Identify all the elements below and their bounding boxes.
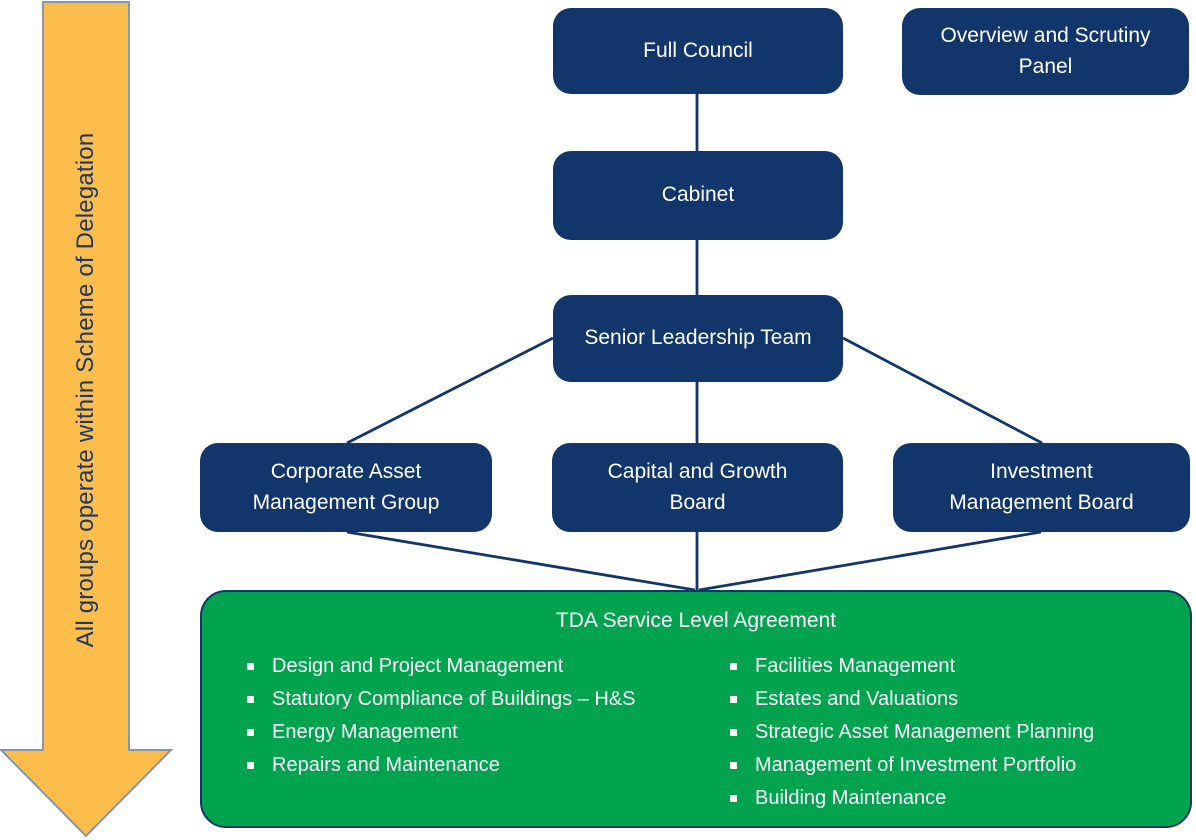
node-senior-leadership-team: Senior Leadership Team [553,295,843,382]
node-investment-management-board-label: Investment Management Board [949,460,1134,514]
node-corporate-asset-management-group-label: Corporate Asset Management Group [252,460,440,514]
sla-list-item: Facilities Management [730,650,1170,683]
bullet-square-icon [247,729,254,736]
node-overview-scrutiny-panel-label: Overview and Scrutiny Panel [940,24,1151,78]
node-overview-scrutiny-panel: Overview and Scrutiny Panel [902,8,1189,95]
bullet-square-icon [730,729,737,736]
connector-slt-imb [842,336,1043,445]
sla-list-item: Estates and Valuations [730,683,1170,716]
node-capital-and-growth-board-label: Capital and Growth Board [607,460,788,514]
sla-title: TDA Service Level Agreement [555,609,837,632]
connector-slt-camg [346,336,554,445]
node-capital-and-growth-board: Capital and Growth Board [552,443,843,532]
bullet-square-icon [730,663,737,670]
bullet-square-icon [247,696,254,703]
bullet-square-icon [247,663,254,670]
sla-list-item: Management of Investment Portfolio [730,749,1170,782]
bullet-square-icon [730,762,737,769]
sla-list-item: Building Maintenance [730,782,1170,815]
sla-list-item-text: Repairs and Maintenance [272,754,500,776]
sla-list-item: Statutory Compliance of Buildings – H&S [247,683,647,716]
sla-list-item: Energy Management [247,716,647,749]
delegation-arrow-label: All groups operate within Scheme of Dele… [72,132,99,648]
sla-list-item-text: Estates and Valuations [755,688,959,710]
bullet-square-icon [247,762,254,769]
sla-list-item-text: Strategic Asset Management Planning [755,721,1095,743]
delegation-down-arrow-icon [0,1,174,838]
node-investment-management-board: Investment Management Board [893,443,1190,532]
sla-box: TDA Service Level Agreement Design and P… [200,590,1192,828]
node-senior-leadership-team-label: Senior Leadership Team [584,326,812,350]
bullet-square-icon [730,795,737,802]
sla-list-item-text: Building Maintenance [755,787,947,809]
sla-list-item: Repairs and Maintenance [247,749,647,782]
sla-list-item-text: Design and Project Management [272,655,564,677]
sla-list-item-text: Statutory Compliance of Buildings – H&S [272,688,636,710]
sla-list-item-text: Management of Investment Portfolio [755,754,1077,776]
connector-imb-sla [698,530,1042,592]
node-full-council-label: Full Council [643,38,753,62]
bullet-square-icon [730,696,737,703]
sla-list-item-text: Facilities Management [755,655,956,677]
sla-list-item-text: Energy Management [272,721,458,743]
node-cabinet-label: Cabinet [661,183,735,207]
sla-right-list: Facilities Management Estates and Valuat… [730,650,1170,815]
node-full-council: Full Council [553,8,843,94]
node-corporate-asset-management-group: Corporate Asset Management Group [200,443,492,532]
node-cabinet: Cabinet [553,151,843,240]
sla-left-list: Design and Project Management Statutory … [247,650,647,782]
sla-list-item: Strategic Asset Management Planning [730,716,1170,749]
connector-camg-sla [346,530,696,592]
sla-list-item: Design and Project Management [247,650,647,683]
